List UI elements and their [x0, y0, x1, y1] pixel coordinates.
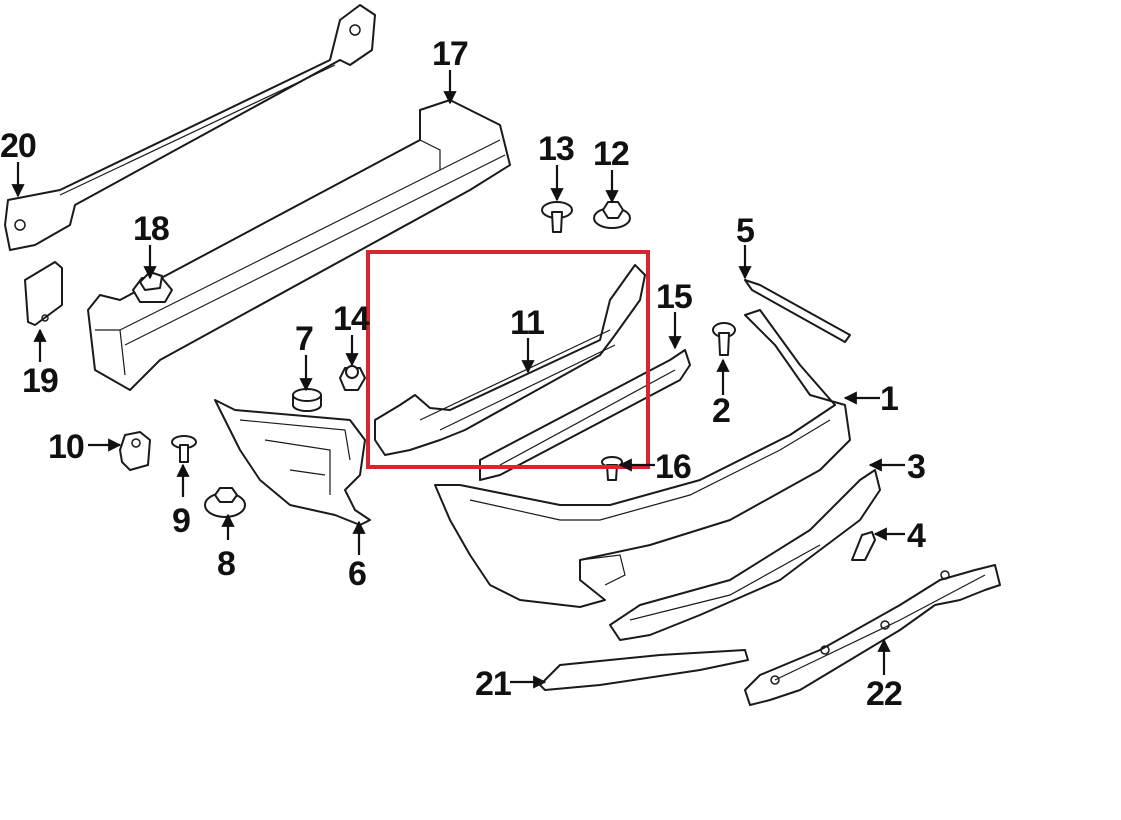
part-10-bracket — [119, 431, 151, 471]
callout-11: 11 — [510, 304, 544, 342]
callout-labels: 1 2 3 4 5 6 7 8 9 10 11 12 13 14 15 16 1… — [0, 35, 927, 713]
leader-lines — [11, 70, 905, 689]
callout-19: 19 — [22, 362, 58, 400]
callout-2: 2 — [712, 392, 730, 430]
callout-7: 7 — [295, 320, 313, 358]
callout-3: 3 — [907, 448, 925, 486]
part-22-diffuser — [744, 564, 1001, 706]
part-19-plate — [24, 261, 63, 326]
callout-4: 4 — [907, 517, 926, 555]
part-3-lower-trim — [609, 469, 881, 641]
callout-1: 1 — [880, 380, 898, 418]
part-6-side-bracket — [214, 399, 371, 526]
callout-20: 20 — [0, 127, 36, 165]
part-8-flange-nut — [204, 487, 246, 518]
callout-16: 16 — [655, 448, 691, 486]
part-21-chrome-strip — [539, 649, 749, 691]
callout-14: 14 — [333, 300, 370, 338]
callout-18: 18 — [133, 210, 169, 248]
callout-5: 5 — [736, 212, 754, 250]
callout-6: 6 — [348, 555, 366, 593]
callout-21: 21 — [475, 665, 511, 703]
callout-13: 13 — [538, 130, 574, 168]
callout-22: 22 — [866, 675, 902, 713]
part-15-absorber-bar — [479, 349, 691, 481]
part-20-support-bar — [4, 4, 376, 251]
part-1-bumper-cover — [434, 309, 851, 608]
part-7-spacer — [292, 388, 322, 412]
part-17-reinforcement-beam — [87, 99, 511, 391]
part-13-screw — [541, 201, 573, 233]
callout-8: 8 — [217, 545, 235, 583]
callout-12: 12 — [593, 135, 629, 173]
highlight-box — [366, 250, 650, 469]
part-2-screw — [712, 322, 736, 356]
part-9-screw — [171, 435, 197, 463]
part-11-impact-absorber — [374, 264, 646, 456]
part-5-trim-strip — [744, 279, 851, 343]
callout-9: 9 — [172, 502, 190, 540]
callout-10: 10 — [48, 428, 84, 466]
part-4-small-trim — [851, 531, 876, 561]
callout-17: 17 — [432, 35, 468, 73]
part-12-flange-nut — [593, 201, 631, 229]
callout-15: 15 — [656, 278, 692, 316]
part-14-clip — [339, 365, 366, 391]
